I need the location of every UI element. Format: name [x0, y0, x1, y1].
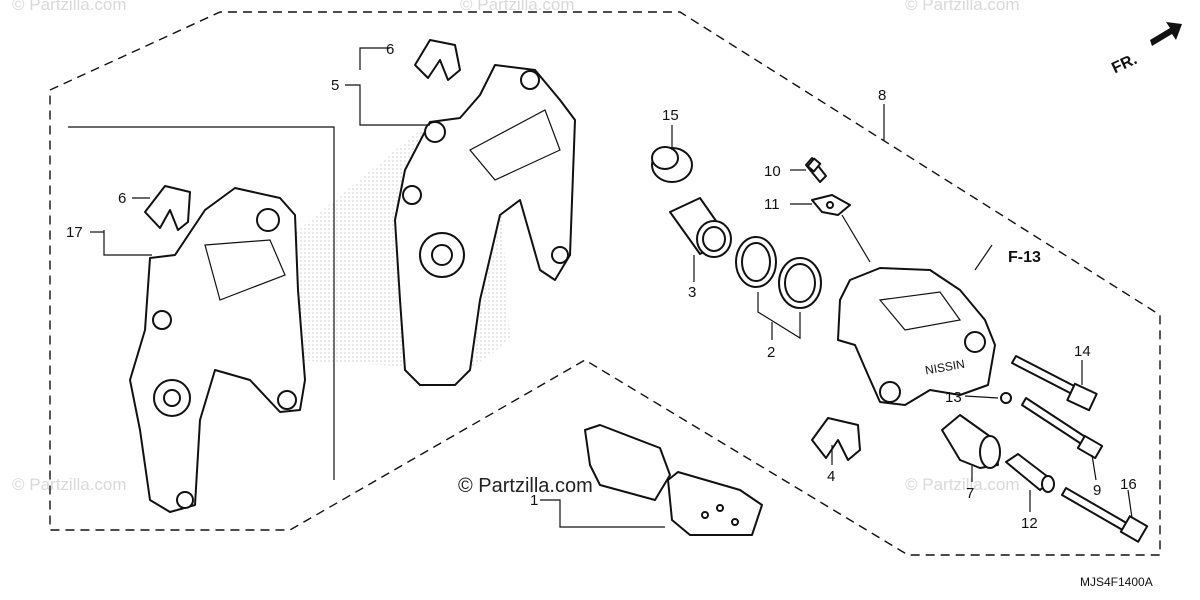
- pad-spring-6-top: [414, 39, 461, 81]
- callout-3: 3: [688, 284, 696, 301]
- watermark-top-center: © Partzilla.com: [460, 0, 575, 14]
- pad-spring-4: [811, 417, 861, 461]
- o-ring-13: [1000, 392, 1012, 404]
- reference-f13: F-13: [1008, 249, 1041, 266]
- watermark-mid-left: © Partzilla.com: [12, 475, 127, 494]
- leader-lines: [90, 47, 1133, 528]
- callout-7: 7: [966, 485, 974, 502]
- caliper-body-8: NISSIN: [837, 267, 996, 406]
- callout-10: 10: [764, 163, 781, 180]
- callout-4: 4: [827, 468, 835, 485]
- bleeder-screw-10: [805, 157, 827, 183]
- seal-2: [735, 236, 822, 309]
- callout-2: 2: [767, 344, 775, 361]
- watermark-top-right: © Partzilla.com: [905, 0, 1020, 14]
- callout-16: 16: [1120, 476, 1137, 493]
- bolt-16: [1061, 487, 1149, 543]
- callout-11: 11: [764, 196, 780, 213]
- diagram-code: MJS4F1400A: [1080, 575, 1153, 589]
- callout-6-left: 6: [118, 190, 126, 207]
- callout-1: 1: [530, 492, 538, 509]
- callout-17: 17: [66, 224, 83, 241]
- callout-13: 13: [945, 389, 962, 406]
- piston-3: [669, 197, 732, 258]
- callout-14: 14: [1074, 343, 1091, 360]
- watermark-mid-right: © Partzilla.com: [905, 475, 1020, 494]
- callout-6-top: 6: [386, 41, 394, 58]
- front-direction-marker: FR.: [1109, 22, 1182, 77]
- pin-9: [1021, 397, 1104, 460]
- bleeder-cap-15: [651, 146, 693, 183]
- callout-8: 8: [878, 87, 886, 104]
- pin-14: [1011, 355, 1098, 412]
- sleeve-12: [1005, 453, 1055, 493]
- caliper-bracket-5: [394, 64, 576, 386]
- callout-12: 12: [1021, 515, 1038, 532]
- watermark-top-left: © Partzilla.com: [12, 0, 127, 14]
- copyright-notice: © Partzilla.com: [458, 475, 593, 497]
- callout-9: 9: [1093, 482, 1101, 499]
- caliper-bracket-17: [129, 187, 306, 513]
- assembly-outline: [49, 11, 1161, 556]
- brake-pad-set-1: [584, 424, 763, 536]
- boot-7: [941, 414, 1001, 469]
- clip-11: [811, 194, 851, 216]
- callout-15: 15: [662, 107, 679, 124]
- caliper-logo-text: NISSIN: [924, 357, 966, 378]
- callout-5: 5: [331, 77, 339, 94]
- pad-spring-6-left: [144, 185, 191, 231]
- front-label: FR.: [1109, 51, 1140, 77]
